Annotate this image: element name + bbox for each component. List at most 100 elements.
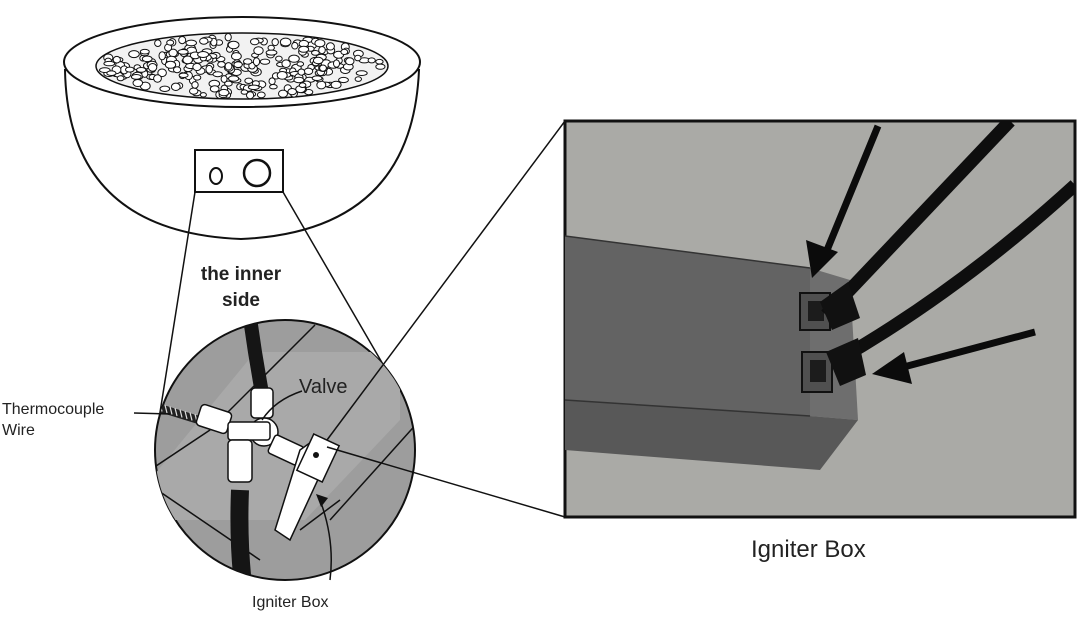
zoom-line-right [282, 191, 396, 386]
fire-glass-stone [227, 40, 240, 50]
fire-glass-stone [147, 63, 158, 72]
valve-arm [227, 421, 271, 441]
fire-glass-stone [224, 33, 232, 42]
fire-glass-stone [340, 48, 349, 56]
gas-hose-top [243, 320, 269, 395]
thermocouple-label-line2: Wire [2, 422, 35, 439]
fire-glass-stone [157, 68, 167, 78]
fire-glass-stone [112, 55, 121, 64]
fire-glass-stone [220, 75, 228, 83]
fire-glass-stone [154, 39, 162, 48]
fire-glass-stone [298, 45, 310, 53]
fire-glass-stone [170, 82, 181, 92]
fire-glass-stone [354, 76, 362, 82]
fire-glass-stone [312, 56, 324, 65]
igniter-box-label-large: Igniter Box [751, 536, 866, 563]
fire-glass-stone [303, 67, 314, 76]
fire-glass-stone [224, 62, 233, 71]
fire-bowl [63, 16, 421, 241]
fire-glass-stone [246, 91, 255, 100]
inner-side-label-line2: side [221, 290, 261, 311]
fire-glass-stone [209, 85, 220, 93]
coil-ring [189, 412, 193, 421]
fire-glass-stone [275, 55, 283, 62]
fire-glass-stone [354, 54, 362, 62]
igniter-box-closeup [563, 119, 1077, 519]
inner-side-label-line1: the inner [200, 264, 282, 285]
fire-glass-stone [178, 72, 189, 79]
fire-glass-stone [333, 59, 340, 68]
fire-glass-stone [178, 36, 187, 45]
arrow-bottom-head [872, 352, 912, 384]
fire-glass-stone [177, 49, 189, 55]
fire-glass-stones [99, 33, 386, 100]
fire-glass-stone [164, 60, 177, 69]
coil-ring [169, 406, 173, 415]
fire-glass-stone [250, 38, 260, 46]
coil-ring [155, 401, 158, 411]
fire-glass-stone [185, 39, 197, 47]
fire-glass-stone [253, 46, 264, 55]
fire-glass-stone [192, 62, 202, 72]
fire-glass-stone [153, 74, 162, 83]
magnified-inner-view [154, 319, 416, 581]
access-hole-small [209, 167, 223, 185]
fire-glass-stone [199, 92, 207, 98]
terminal-bottom [801, 351, 833, 393]
fire-glass-stone [256, 91, 266, 99]
fire-glass-stone [338, 76, 349, 84]
fire-glass-stone [240, 89, 249, 95]
igniter-box-bottom-face [565, 400, 858, 470]
fire-glass-stone [269, 84, 278, 90]
fire-glass-stone [231, 52, 242, 61]
fire-glass-stone [199, 37, 209, 45]
fire-glass-stone [325, 42, 335, 51]
fire-glass-stone [271, 38, 279, 47]
fire-glass-stone [247, 84, 260, 91]
fire-glass-stone [243, 58, 253, 65]
fire-glass-stone [319, 64, 327, 72]
fire-glass-stone [311, 75, 323, 81]
fire-glass-stone [212, 71, 223, 78]
fire-glass-stone [291, 41, 299, 50]
fire-glass-stone [189, 87, 199, 95]
fire-glass-stone [193, 74, 202, 81]
fire-glass-stone [293, 76, 305, 84]
fire-glass-stone [367, 57, 376, 64]
fitting-top [250, 387, 274, 419]
fire-glass-stone [297, 68, 306, 76]
fire-glass-stone [288, 54, 300, 63]
fire-glass-stone [281, 59, 291, 69]
fire-glass-stone [218, 88, 230, 97]
fitting-bottom [227, 439, 253, 483]
fire-glass-stone [375, 63, 386, 70]
fire-glass-stone [314, 39, 326, 48]
fire-glass-stone [103, 60, 116, 67]
fire-glass-stone [345, 57, 355, 66]
coil-ring [164, 404, 168, 414]
fire-glass-stone [233, 61, 243, 68]
valve-label: Valve [299, 376, 348, 398]
thermocouple-wire-label: Thermocouple Wire [2, 399, 104, 441]
inner-side-label: the inner side [186, 262, 296, 314]
wire-bottom [834, 180, 1075, 366]
fire-glass-stone [128, 50, 140, 59]
igniter-box-label-small: Igniter Box [252, 594, 329, 611]
fire-glass-stone [191, 81, 199, 89]
fire-glass-stone [136, 67, 147, 73]
fire-glass-stone [224, 80, 233, 87]
zoom-line-to-panel-top [326, 120, 566, 441]
fire-glass-stone [158, 51, 166, 61]
fire-glass-stone [252, 57, 261, 67]
fire-glass-stone [139, 48, 150, 55]
valve-pointer [261, 390, 303, 421]
fire-glass-stone [355, 70, 368, 76]
fire-glass-stone [278, 89, 288, 98]
fire-glass-stone [298, 82, 307, 88]
fire-glass-stone [166, 39, 175, 46]
fire-glass-stone [173, 66, 182, 74]
fire-glass-stone [125, 66, 135, 73]
fire-glass-stone [279, 37, 292, 47]
fire-glass-stone [182, 55, 193, 65]
